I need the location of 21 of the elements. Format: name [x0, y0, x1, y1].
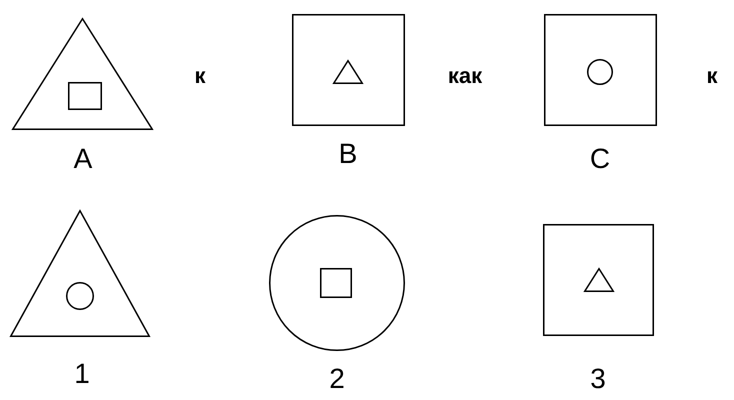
triangle-shape: [10, 210, 150, 337]
figure-label: В: [338, 140, 358, 168]
triangle-shape: [333, 60, 363, 84]
figure-label: 2: [329, 365, 345, 393]
figure-label: 3: [590, 365, 606, 393]
analogy-word: как: [448, 65, 482, 87]
circle-shape: [269, 215, 405, 351]
square-shape: [544, 14, 657, 126]
square-shape: [320, 268, 352, 298]
circle-shape: [66, 282, 94, 310]
triangle-shape: [584, 268, 614, 292]
analogy-word: к: [706, 65, 718, 87]
square-shape: [543, 224, 654, 336]
figure-label: А: [74, 145, 92, 173]
square-shape: [68, 82, 102, 110]
figure-label: С: [590, 145, 610, 173]
square-shape: [292, 14, 405, 126]
triangle-shape: [12, 18, 153, 130]
figure-label: 1: [74, 360, 90, 388]
analogy-word: к: [194, 65, 206, 87]
circle-shape: [587, 59, 613, 85]
